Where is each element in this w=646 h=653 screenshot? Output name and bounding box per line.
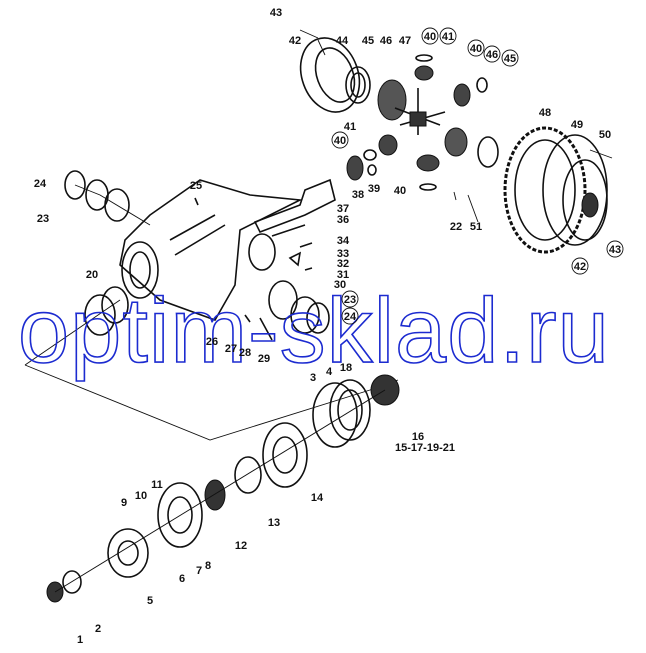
part-label: 12 (235, 540, 247, 552)
thrust-washer (345, 66, 371, 104)
part-label: 1 (77, 634, 83, 646)
part-label: 29 (258, 353, 270, 365)
carrier-housing (119, 179, 303, 321)
spider-cross (394, 88, 446, 135)
part-label: 42 (574, 261, 586, 273)
watermark: optim-sklad.ru (18, 280, 610, 382)
side-gear (377, 79, 407, 121)
part-label: 26 (206, 336, 218, 348)
part-label: 33 (337, 248, 349, 260)
part-label: 25 (190, 180, 202, 192)
part-label: 24 (344, 311, 357, 323)
part-label: 40 (334, 135, 346, 147)
ring-gear (503, 126, 587, 254)
part-label: 43 (270, 7, 282, 19)
part-label: 7 (196, 565, 202, 577)
part-label: 49 (571, 119, 583, 131)
part-label: 45 (362, 35, 374, 47)
part-label: 28 (239, 347, 251, 359)
part-label: 41 (442, 31, 454, 43)
part-label: 44 (336, 35, 349, 47)
part-label: 32 (337, 258, 349, 270)
part-label: 46 (486, 49, 498, 61)
part-label: 39 (368, 183, 380, 195)
part-labels: 43 42 44 45 46 47 40 41 40 46 45 48 49 5… (34, 7, 621, 646)
part-label: 14 (311, 492, 324, 504)
pinion-gears (363, 54, 499, 191)
part-label: 16 (412, 431, 424, 443)
part-label: 40 (424, 31, 436, 43)
part-label: 36 (337, 214, 349, 226)
part-label: 31 (337, 269, 349, 281)
part-label: 45 (504, 53, 516, 65)
part-label: 23 (37, 213, 49, 225)
part-label: 9 (121, 497, 127, 509)
part-label: 20 (86, 269, 98, 281)
differential-case (453, 134, 613, 246)
part-label: 3 (310, 372, 316, 384)
part-label: 8 (205, 560, 211, 572)
part-label: 10 (135, 490, 147, 502)
part-label: 4 (326, 366, 333, 378)
part-label: 38 (352, 189, 364, 201)
part-label: 41 (344, 121, 356, 133)
part-label: 6 (179, 573, 185, 585)
part-label: 5 (147, 595, 153, 607)
part-label: 24 (34, 178, 47, 190)
part-label: 27 (225, 343, 237, 355)
part-label: 18 (340, 362, 352, 374)
part-label: 37 (337, 203, 349, 215)
part-label: 48 (539, 107, 551, 119)
side-bearings (64, 170, 330, 336)
part-label: 22 (450, 221, 462, 233)
part-label: 23 (344, 294, 356, 306)
differential-case-half (299, 29, 361, 113)
part-label: 46 (380, 35, 392, 47)
part-label: 47 (399, 35, 411, 47)
part-label: 43 (609, 244, 621, 256)
part-label: 40 (394, 185, 406, 197)
drive-pinion (253, 155, 377, 237)
part-label: 11 (151, 479, 163, 491)
part-label: 40 (470, 43, 482, 55)
label-circles (331, 27, 624, 325)
part-label: 50 (599, 129, 611, 141)
part-label: 42 (289, 35, 301, 47)
part-label: 30 (334, 279, 346, 291)
part-label: 2 (95, 623, 101, 635)
part-label: 51 (470, 221, 482, 233)
pinion-retainer-parts (46, 374, 400, 603)
part-label: 15-17-19-21 (395, 442, 455, 454)
bearing-cap (248, 233, 313, 271)
part-label: 13 (268, 517, 280, 529)
breather-and-bolts (194, 197, 273, 341)
part-label: 34 (337, 235, 350, 247)
